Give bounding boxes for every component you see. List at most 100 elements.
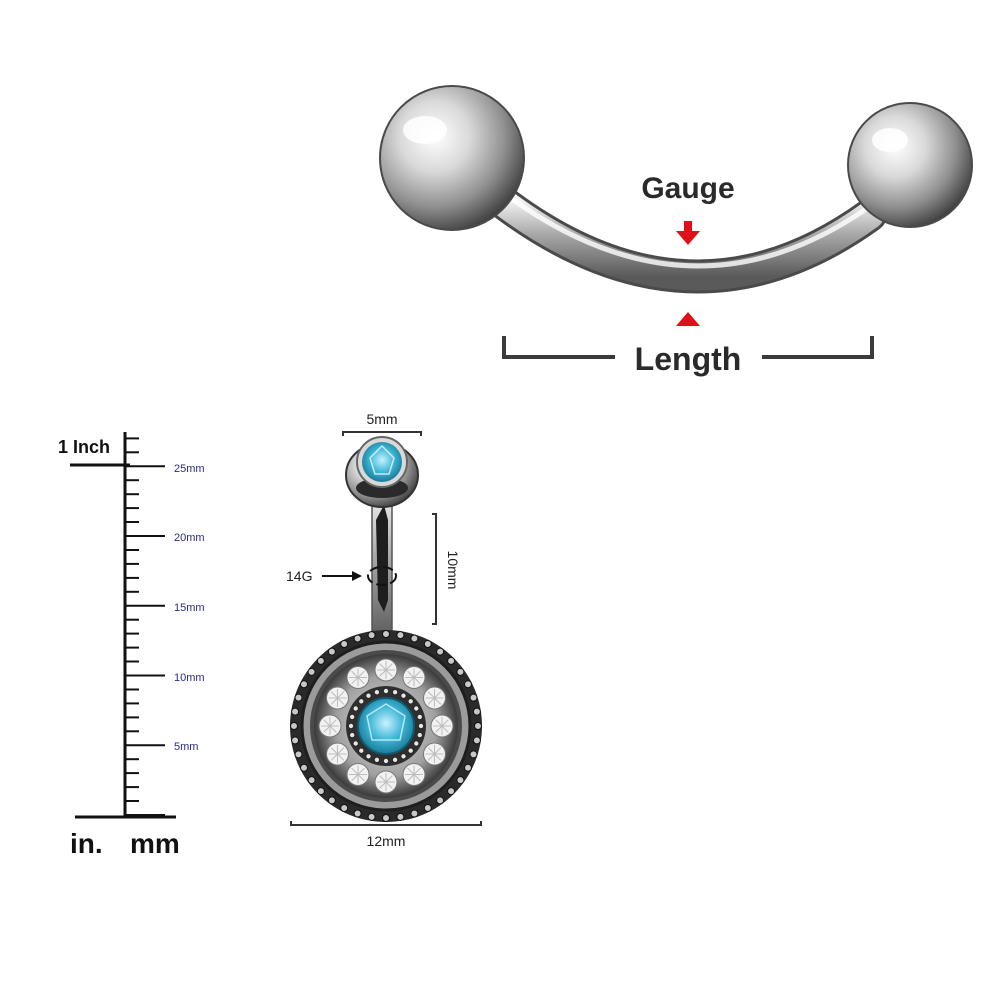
- charm-stud: [436, 796, 445, 805]
- charm-stud: [316, 656, 325, 665]
- gauge-arrow-up-icon: [676, 312, 700, 326]
- charm-stud: [294, 693, 303, 702]
- charm-stud: [353, 809, 362, 818]
- charm-stud: [327, 647, 336, 656]
- charm-stud: [300, 763, 308, 772]
- charm-bead: [400, 753, 407, 760]
- ruler-unit-mm-label: mm: [130, 828, 180, 859]
- charm-stud: [410, 634, 419, 643]
- charm-bead: [373, 756, 380, 763]
- top-width-label: 5mm: [366, 411, 397, 427]
- curved-barbell: [379, 85, 973, 294]
- charm-stud: [300, 680, 308, 689]
- charm-bead: [349, 732, 356, 739]
- charm-bead: [400, 692, 407, 699]
- charm-bead: [349, 713, 356, 720]
- charm-bead: [392, 756, 399, 763]
- charm-stud: [447, 656, 456, 665]
- barbell-bar-shine: [486, 186, 884, 291]
- ruler-mm-label-20: 20mm: [174, 532, 205, 544]
- charm-bead: [365, 692, 372, 699]
- gauge-label: Gauge: [641, 172, 734, 205]
- charm-bead: [392, 689, 399, 696]
- gauge-arrow-right-icon: [352, 571, 362, 581]
- charm-width-label: 12mm: [367, 833, 406, 849]
- charm-bead: [358, 747, 365, 754]
- bar-length-bracket: [432, 513, 437, 625]
- charm-stud: [291, 707, 300, 716]
- charm-crystal: [402, 763, 426, 786]
- charm-stud: [472, 736, 481, 745]
- charm-crystal: [374, 658, 398, 682]
- charm-bead: [416, 732, 423, 739]
- gauge-arrow-down-icon: [676, 221, 700, 245]
- charm-crystal: [430, 714, 454, 738]
- charm-crystal: [326, 742, 349, 766]
- charm-stud: [367, 631, 376, 640]
- charm-stud: [307, 776, 316, 785]
- charm-stud: [290, 722, 298, 730]
- length-label: Length: [635, 341, 742, 377]
- charm-stud: [340, 640, 349, 648]
- charm-stud: [353, 634, 362, 643]
- charm-disc: [290, 630, 482, 822]
- charm-crystal: [374, 770, 398, 794]
- charm-stud: [382, 814, 390, 822]
- belly-ring: 5mm 14G 10mm: [286, 411, 482, 849]
- charm-crystal: [346, 666, 370, 689]
- charm-stud: [456, 776, 465, 785]
- charm-stud: [447, 787, 456, 796]
- charm-bead: [413, 740, 420, 747]
- ruler-mm-label-10: 10mm: [174, 672, 205, 684]
- ruler-mm-label-25: 25mm: [174, 463, 205, 475]
- charm-stud: [396, 631, 405, 640]
- charm-crystal: [318, 714, 342, 738]
- ruler-ticks: [125, 437, 165, 816]
- charm-stud: [469, 750, 478, 759]
- charm-stud: [307, 667, 316, 676]
- charm-stud: [464, 680, 472, 689]
- charm-stud: [382, 630, 390, 638]
- charm-crystal: [423, 742, 446, 766]
- charm-stud: [423, 804, 432, 812]
- charm-crystal: [402, 666, 426, 689]
- charm-stud: [367, 812, 376, 821]
- charm-stud: [340, 804, 349, 812]
- ruler-mm-label-5: 5mm: [174, 741, 198, 753]
- charm-stud: [469, 693, 478, 702]
- charm-stud: [327, 796, 336, 805]
- charm-bead: [382, 688, 389, 695]
- charm-center-gem: [357, 697, 415, 755]
- charm-stud: [423, 640, 432, 648]
- charm-crystal: [346, 763, 370, 786]
- charm-bead: [365, 753, 372, 760]
- charm-bead: [352, 705, 359, 712]
- barbell-left-ball: [379, 85, 525, 231]
- charm-stud: [396, 812, 405, 821]
- charm-bead: [407, 747, 414, 754]
- charm-bead: [417, 723, 424, 730]
- charm-bead: [347, 723, 354, 730]
- length-dimension-bracket: [502, 336, 874, 359]
- barbell-right-ball: [847, 102, 973, 228]
- charm-width-bracket: [290, 821, 482, 826]
- charm-stud: [436, 647, 445, 656]
- charm-crystal: [326, 686, 349, 710]
- charm-crystal: [423, 686, 446, 710]
- top-width-bracket: [342, 431, 422, 436]
- ruler-unit-in-label: in.: [70, 828, 103, 859]
- charm-bead: [373, 689, 380, 696]
- charm-bead: [407, 698, 414, 705]
- gauge-14g-label: 14G: [286, 568, 312, 584]
- charm-stud: [472, 707, 481, 716]
- charm-stud: [294, 750, 303, 759]
- ruler-mm-label-15: 15mm: [174, 602, 205, 614]
- charm-stud: [456, 667, 465, 676]
- charm-bead: [382, 758, 389, 765]
- bar-length-label: 10mm: [445, 551, 461, 590]
- charm-stud: [291, 736, 300, 745]
- charm-stud: [410, 809, 419, 818]
- ruler-inch-label: 1 Inch: [58, 437, 110, 457]
